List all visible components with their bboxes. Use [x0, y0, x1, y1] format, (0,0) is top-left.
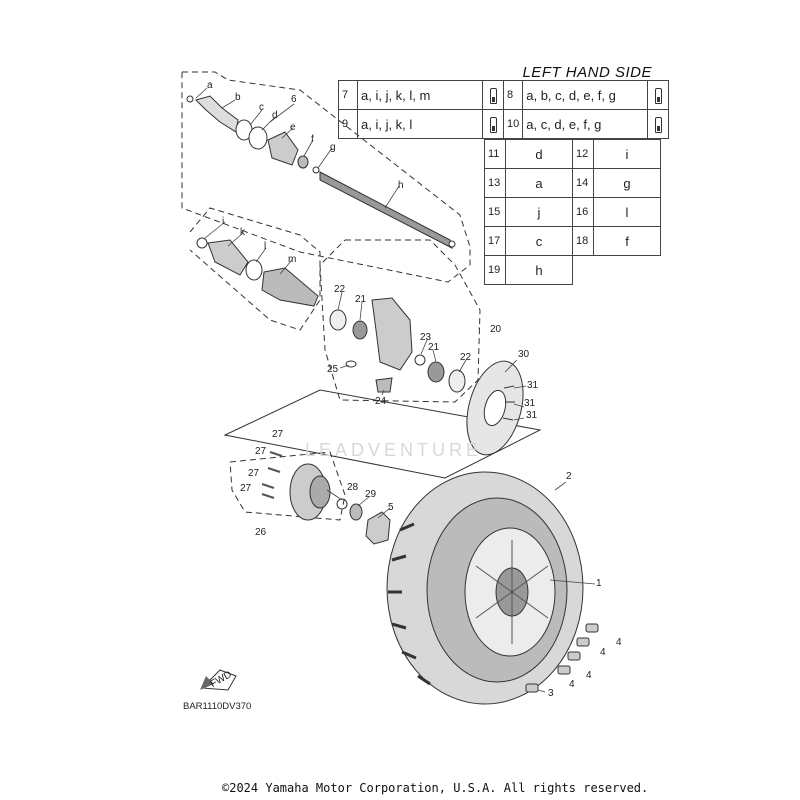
shaft-frame-upper: [181, 71, 471, 283]
callout-h: h: [398, 180, 404, 191]
callout-m: m: [288, 254, 296, 265]
fwd-arrow: FWD: [200, 669, 237, 691]
callout-30: 30: [518, 349, 530, 360]
callout-21b: 21: [428, 342, 440, 353]
callout-21a: 21: [355, 294, 367, 305]
callout-31c: 31: [526, 410, 538, 421]
brake-plane: [223, 389, 542, 479]
callout-g: g: [330, 142, 336, 153]
copyright: ©2024 Yamaha Motor Corporation, U.S.A. A…: [222, 781, 649, 795]
callout-4c: 4: [586, 670, 592, 681]
hub: [261, 451, 391, 545]
callout-29: 29: [365, 489, 377, 500]
callout-6: 6: [291, 94, 297, 105]
callout-27c: 27: [248, 468, 260, 479]
callout-25: 25: [327, 364, 339, 375]
callout-5: 5: [388, 502, 394, 513]
knuckle: [329, 297, 466, 393]
callout-20: 20: [490, 324, 502, 335]
callout-2: 2: [566, 471, 572, 482]
callout-24: 24: [375, 396, 387, 407]
callout-28: 28: [347, 482, 359, 493]
callout-i: i: [222, 216, 224, 227]
knuckle-frame: [319, 239, 481, 403]
grease-icon: [489, 87, 497, 104]
lug-nuts: [525, 623, 599, 693]
callout-k: k: [240, 227, 246, 238]
callout-31a: 31: [527, 380, 539, 391]
hub-frame: [229, 451, 346, 521]
grease-icon: [489, 116, 497, 133]
callout-22b: 22: [460, 352, 472, 363]
table-row: 9 a, i, j, k, l 10 a, c, d, e, f, g: [338, 109, 670, 139]
callout-4a: 4: [616, 637, 622, 648]
callout-26: 26: [255, 527, 267, 538]
reference-table: 7 a, i, j, k, l, m 8 a, b, c, d, e, f, g…: [338, 80, 670, 139]
callout-31b: 31: [524, 398, 536, 409]
grease-icon: [654, 116, 662, 133]
callout-a: a: [207, 80, 213, 91]
table-row: 7 a, i, j, k, l, m 8 a, b, c, d, e, f, g: [338, 80, 670, 110]
wheel-tire: [386, 471, 584, 705]
brake-disc: [466, 360, 524, 456]
callout-d: d: [272, 110, 278, 121]
callout-3: 3: [548, 688, 554, 699]
diagram-title: LEFT HAND SIDE: [522, 64, 652, 81]
callout-c: c: [259, 102, 264, 113]
callout-e: e: [290, 122, 296, 133]
callout-27b: 27: [255, 446, 267, 457]
callout-27a: 27: [272, 429, 284, 440]
callout-1: 1: [596, 578, 602, 589]
callout-4d: 4: [569, 679, 575, 690]
callout-l: l: [264, 241, 266, 252]
watermark: LEADVENTURE: [305, 440, 483, 460]
callout-27d: 27: [240, 483, 252, 494]
callout-b: b: [235, 92, 241, 103]
diagram-code: BAR1110DV370: [183, 701, 252, 712]
grease-icon: [654, 87, 662, 104]
callout-f: f: [311, 134, 314, 145]
callout-4b: 4: [600, 647, 606, 658]
drive-shaft: [186, 95, 456, 307]
callout-22a: 22: [334, 284, 346, 295]
shaft-frame-lower: [189, 207, 321, 331]
callout-23: 23: [420, 332, 432, 343]
